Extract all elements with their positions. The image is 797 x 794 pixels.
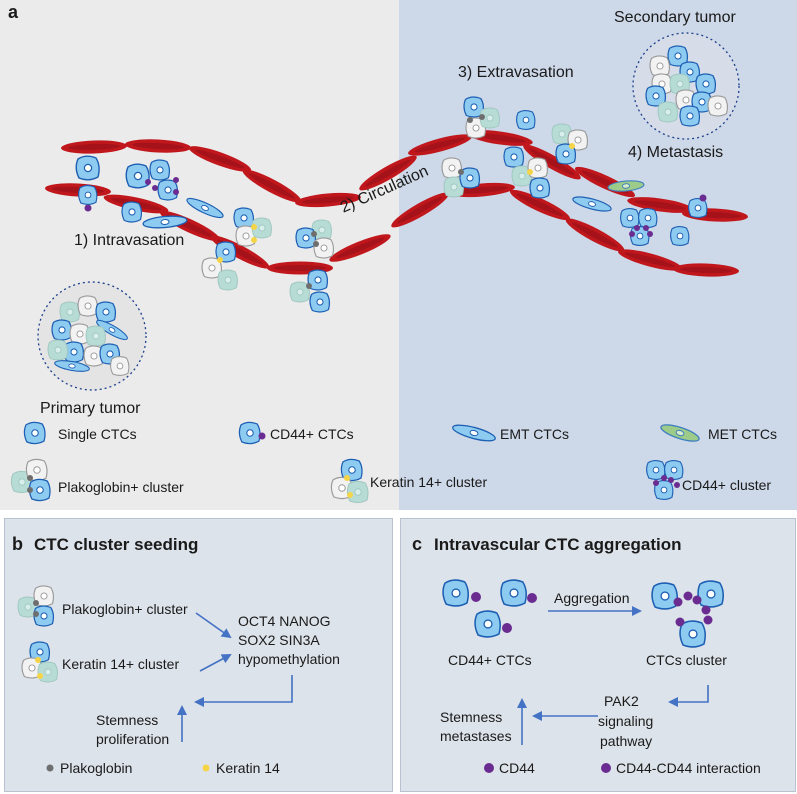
panel-c-pathway-line1: PAK2 — [604, 693, 639, 709]
secondary-tumor-label: Secondary tumor — [614, 9, 736, 26]
panel-c-title: Intravascular CTC aggregation — [434, 535, 682, 554]
panel-c-ctcs-cluster: CTCs cluster — [646, 652, 727, 668]
panel-b-legend-keratin14: Keratin 14 — [216, 760, 280, 776]
step-extravasation: 3) Extravasation — [458, 64, 574, 81]
panel-c-outcome-line1: Stemness — [440, 709, 503, 725]
panel-c-legend-cd44: CD44 — [499, 760, 535, 776]
panel-b-genes-line2: SOX2 SIN3A — [238, 632, 320, 648]
step-metastasis: 4) Metastasis — [628, 144, 724, 161]
panel-c-aggregation: Aggregation — [554, 590, 630, 606]
panel-c-pathway-line3: pathway — [600, 733, 653, 749]
primary-tumor-illustration — [37, 281, 147, 391]
legend-emt-ctcs: EMT CTCs — [500, 426, 569, 442]
legend-plakoglobin-cluster: Plakoglobin+ cluster — [58, 479, 184, 495]
panel-c-icons — [442, 579, 725, 773]
panel-a-label: a — [8, 2, 19, 22]
legend-icons-a — [10, 420, 702, 504]
step-intravasation: 1) Intravasation — [74, 232, 185, 249]
panel-b-label: b — [12, 534, 23, 554]
legend-met-ctcs: MET CTCs — [708, 426, 777, 442]
legend-cd44-cluster: CD44+ cluster — [682, 477, 772, 493]
panel-b-title: CTC cluster seeding — [34, 535, 199, 554]
circulating-cells — [75, 96, 708, 313]
panel-b-legend-plakoglobin: Plakoglobin — [60, 760, 133, 776]
panel-b-background — [4, 518, 393, 792]
panel-c-pathway-line2: signaling — [598, 713, 654, 729]
panel-b-genes-line1: OCT4 NANOG — [238, 613, 331, 629]
panel-b-outcome-line2: proliferation — [96, 731, 170, 747]
panel-b-keratin14-cluster: Keratin 14+ cluster — [62, 656, 180, 672]
panel-c-outcome-line2: metastases — [440, 728, 512, 744]
panel-c-arrows — [517, 606, 709, 745]
panel-b-plakoglobin-cluster: Plakoglobin+ cluster — [62, 601, 188, 617]
panel-b-icons — [17, 585, 210, 772]
legend-single-ctcs: Single CTCs — [58, 426, 137, 442]
secondary-tumor-illustration — [632, 32, 740, 140]
primary-tumor-label: Primary tumor — [40, 400, 141, 417]
panel-b-arrows — [177, 612, 293, 742]
panel-b-genes-line3: hypomethylation — [238, 651, 340, 667]
panel-c-label: c — [412, 534, 423, 554]
panel-c-cd44-ctcs: CD44+ CTCs — [448, 652, 532, 668]
legend-keratin14-cluster: Keratin 14+ cluster — [370, 474, 488, 490]
legend-cd44-ctcs: CD44+ CTCs — [270, 426, 354, 442]
panel-c-background — [400, 518, 796, 792]
panel-b-outcome-line1: Stemness — [96, 712, 159, 728]
panel-c-legend-interaction: CD44-CD44 interaction — [616, 760, 761, 776]
